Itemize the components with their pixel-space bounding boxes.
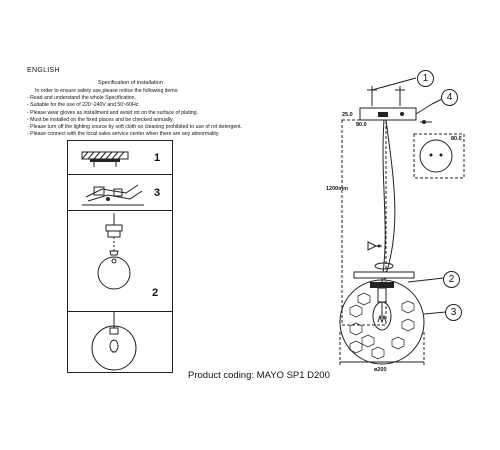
step-number: 1 xyxy=(154,152,161,164)
callout-holder: 2 xyxy=(443,271,460,288)
spec-item: - Please turn off the lighting source by… xyxy=(27,124,243,131)
spec-item: - Read and understand the whole Specific… xyxy=(27,95,137,102)
step-panel-wiring: 3 xyxy=(68,175,172,211)
callout-globe: 3 xyxy=(445,304,462,321)
wiring-illustration xyxy=(82,184,144,206)
globe-diameter-dimension: ø200 xyxy=(374,367,387,373)
spec-title: Specification of installation xyxy=(98,80,163,86)
spec-item: - Please connect with the local sales se… xyxy=(27,131,220,138)
step-panel-finished xyxy=(68,312,172,372)
spec-item: - Please wear gloves as installment and … xyxy=(27,109,198,116)
product-coding: Product coding: MAYO SP1 D200 xyxy=(188,370,330,381)
canopy-width-dimension: 80.0 xyxy=(356,122,367,128)
language-heading: ENGLISH xyxy=(27,67,60,74)
lamp-dimension-diagram: 1 4 2 3 25.0 80.0 80.0 1200mm ø200 xyxy=(320,60,495,390)
ceiling-bracket-illustration xyxy=(81,151,129,167)
shade-attach-illustration xyxy=(97,213,131,290)
cable-length-dimension: 1200mm xyxy=(326,186,349,192)
step-panel-mount: 1 xyxy=(68,141,172,175)
step-panel-shade: 2 xyxy=(68,211,172,312)
spec-item: In order to ensure safety use,please not… xyxy=(35,88,179,94)
spec-item: - Must be installed on the fixed places … xyxy=(27,116,174,123)
finished-lamp-illustration xyxy=(91,312,137,371)
callout-canopy: 1 xyxy=(417,70,434,87)
installation-steps-panel: 1 3 2 xyxy=(67,140,173,373)
step-number: 3 xyxy=(154,187,161,199)
canopy-height-dimension: 25.0 xyxy=(342,112,353,118)
spec-item: - Suitable for the use of 220~240V and 5… xyxy=(27,102,140,109)
plate-diameter-dimension: 80.0 xyxy=(451,136,462,142)
callout-screw: 4 xyxy=(441,89,458,106)
lamp-drawing xyxy=(339,77,465,366)
spec-list: In order to ensure safety use,please not… xyxy=(27,88,312,138)
step-number: 2 xyxy=(152,287,159,299)
